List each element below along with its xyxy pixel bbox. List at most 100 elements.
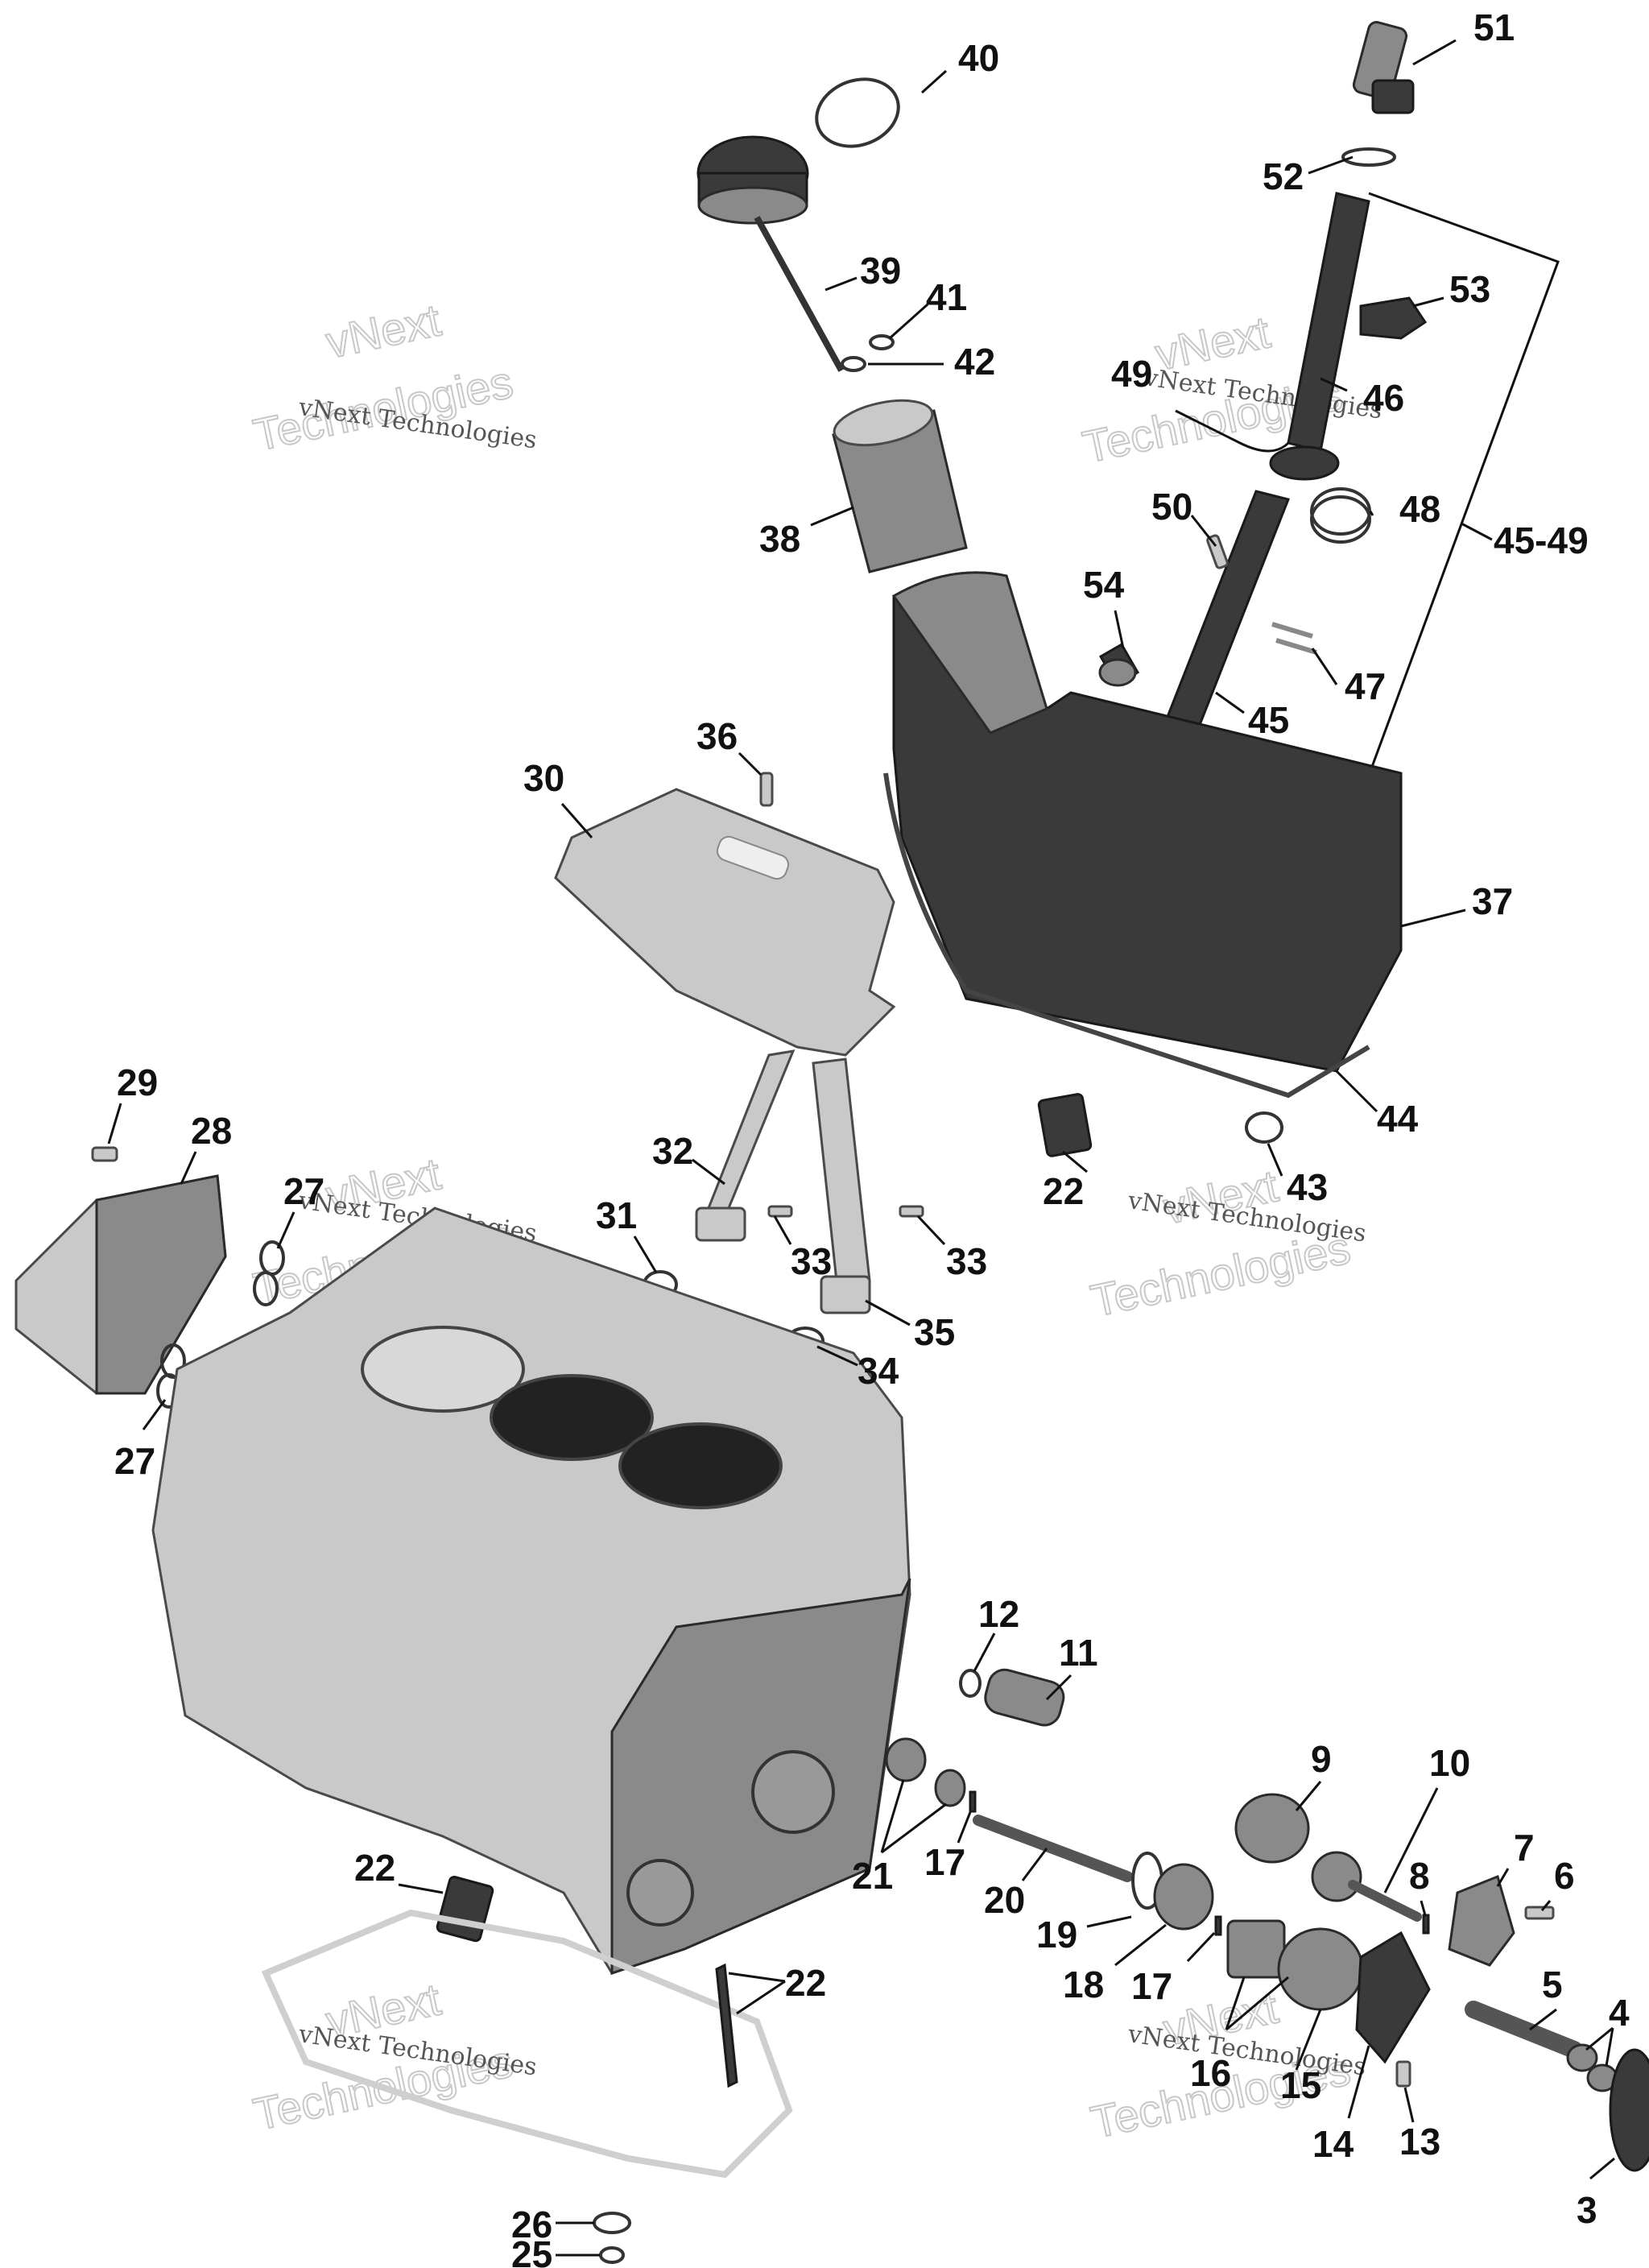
part-pin-8 — [1422, 1914, 1430, 1935]
watermark-bottom-left: vNext Technologies vNext Technologies — [248, 1972, 538, 2140]
leader-lines — [107, 39, 1615, 2257]
watermark-big-top-text: vNext — [321, 294, 445, 367]
part-bolt-36 — [759, 772, 774, 807]
callout-22-left: 22 — [354, 1847, 395, 1889]
part-bolt-13 — [1395, 2060, 1411, 2088]
callout-31: 31 — [596, 1194, 637, 1236]
callout-labels: 51 40 52 53 39 41 42 49 46 38 50 48 45-4… — [114, 6, 1630, 2268]
callout-37: 37 — [1472, 880, 1513, 922]
part-bushings-4 — [1566, 2043, 1618, 2092]
part-oil-filter — [832, 399, 968, 573]
part-o-ring-52 — [1341, 147, 1396, 167]
callout-27-bottom: 27 — [114, 1440, 155, 1482]
part-rotor-18 — [1153, 1863, 1214, 1931]
part-shaft-10 — [1311, 1851, 1422, 1922]
part-oil-filter-cap — [696, 135, 845, 372]
part-bolt-33a — [767, 1205, 793, 1218]
callout-27-top: 27 — [283, 1170, 324, 1212]
callout-38: 38 — [759, 518, 800, 560]
callout-40: 40 — [958, 37, 999, 79]
callout-46: 46 — [1363, 377, 1404, 419]
part-gasket-ghost — [261, 1909, 793, 2179]
callout-7: 7 — [1514, 1827, 1535, 1869]
callout-28: 28 — [191, 1110, 232, 1152]
part-oil-tank — [883, 571, 1403, 1099]
callout-50: 50 — [1151, 486, 1192, 528]
callout-34: 34 — [858, 1350, 899, 1392]
callout-43: 43 — [1287, 1166, 1328, 1208]
part-dipstick-tube — [1165, 192, 1370, 726]
part-rotor-9 — [1234, 1793, 1310, 1864]
callout-5: 5 — [1542, 1964, 1563, 2005]
part-screen-22-top — [1037, 1093, 1093, 1157]
part-o-ring-42 — [841, 356, 866, 372]
part-oil-line-32 — [695, 1049, 796, 1242]
part-bolt-29 — [91, 1146, 118, 1162]
callout-4: 4 — [1609, 1992, 1630, 2034]
part-screen-22-bottom — [436, 1876, 494, 1943]
callout-20: 20 — [984, 1879, 1025, 1921]
part-o-ring-43 — [1245, 1111, 1283, 1144]
callout-29: 29 — [117, 1062, 158, 1103]
part-pin-17a — [969, 1790, 977, 1813]
part-engine-block — [151, 1206, 911, 1976]
callout-33-left: 33 — [791, 1240, 832, 1282]
callout-25: 25 — [511, 2233, 552, 2268]
callout-41: 41 — [926, 276, 967, 318]
callout-33-right: 33 — [946, 1240, 987, 1282]
part-cover-7 — [1448, 1874, 1515, 1967]
callout-36: 36 — [696, 715, 738, 757]
callout-21: 21 — [852, 1855, 893, 1897]
part-bolt-6 — [1524, 1906, 1555, 1920]
part-wire-49 — [1175, 409, 1290, 453]
part-rotor-16 — [1226, 1919, 1286, 1979]
callout-17-bottom: 17 — [1131, 1965, 1172, 2007]
callout-47: 47 — [1345, 665, 1386, 707]
callout-18: 18 — [1063, 1964, 1104, 2005]
part-ring-15 — [1277, 1927, 1364, 2011]
callout-32: 32 — [652, 1130, 693, 1172]
callout-16: 16 — [1190, 2052, 1231, 2094]
part-cover-14 — [1355, 1931, 1431, 2064]
part-valve-11 — [984, 1668, 1065, 1727]
callout-19: 19 — [1036, 1914, 1077, 1956]
part-spring-48 — [1310, 487, 1371, 544]
part-oil-cooler — [14, 1174, 227, 1395]
part-o-ring-12 — [959, 1669, 982, 1698]
part-pins-47 — [1271, 622, 1317, 655]
callout-42: 42 — [954, 341, 995, 383]
callout-39: 39 — [860, 250, 901, 292]
part-clip-53 — [1359, 296, 1428, 340]
part-shaft-20 — [973, 1815, 1133, 1882]
part-o-rings-27-top — [253, 1240, 285, 1306]
callout-51: 51 — [1473, 6, 1515, 48]
callout-3: 3 — [1577, 2189, 1597, 2231]
part-o-ring-25 — [599, 2246, 625, 2264]
part-gear-3 — [1609, 2048, 1649, 2172]
part-shaft-5 — [1465, 2001, 1583, 2059]
callout-15: 15 — [1280, 2064, 1321, 2106]
callout-22-bottom: 22 — [785, 1962, 826, 2004]
callout-35: 35 — [914, 1311, 955, 1353]
callout-30: 30 — [523, 757, 564, 799]
callout-9: 9 — [1311, 1738, 1332, 1780]
callout-11: 11 — [1059, 1632, 1098, 1674]
part-bolt-33b — [899, 1205, 924, 1218]
callout-6: 6 — [1554, 1855, 1575, 1897]
callout-49: 49 — [1111, 353, 1152, 395]
callout-45-49: 45-49 — [1494, 519, 1589, 561]
callout-10: 10 — [1429, 1742, 1470, 1784]
callout-53: 53 — [1449, 268, 1490, 310]
part-o-ring-26 — [593, 2212, 631, 2234]
callout-14: 14 — [1312, 2123, 1354, 2165]
callout-52: 52 — [1263, 155, 1304, 197]
callout-12: 12 — [978, 1593, 1019, 1635]
callout-22-top: 22 — [1043, 1170, 1084, 1212]
part-pin-17b — [1214, 1915, 1222, 1936]
part-sensor-54 — [1098, 643, 1140, 687]
watermark-top-left: vNext Technologies vNext Technologies — [248, 293, 538, 461]
callout-17-top: 17 — [924, 1841, 965, 1883]
part-o-ring-40 — [815, 77, 900, 148]
